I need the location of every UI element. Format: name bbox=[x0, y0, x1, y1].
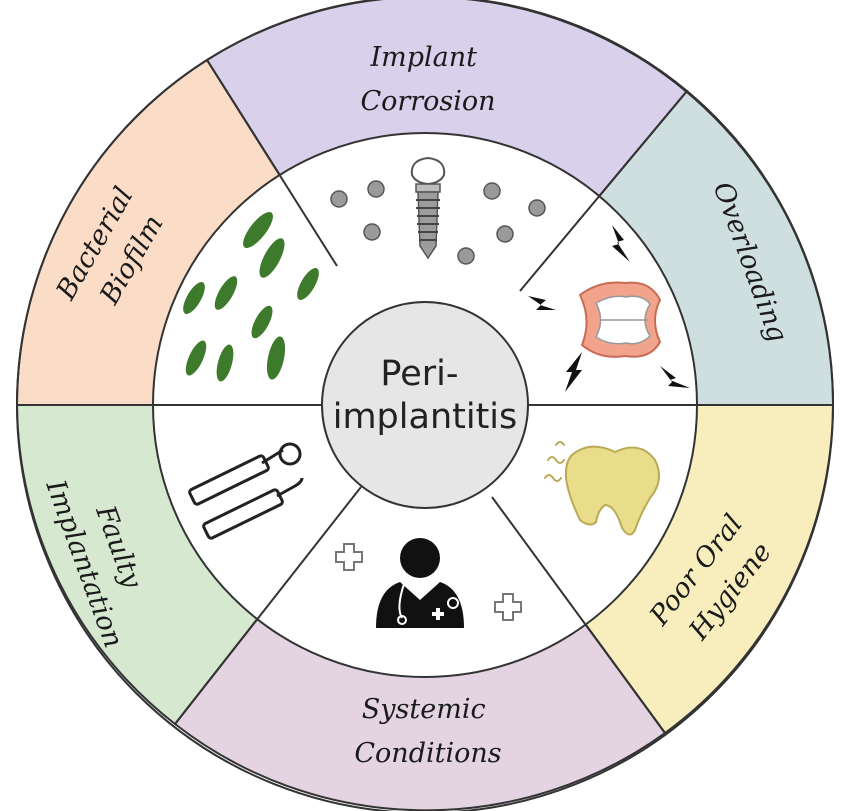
dental-implant-corrosion-icon bbox=[330, 156, 546, 265]
dental-tools-icon bbox=[188, 442, 304, 540]
bacteria-icon bbox=[183, 211, 319, 382]
medical-cross-icon bbox=[494, 593, 522, 621]
segment-dividers bbox=[17, 59, 833, 734]
center-title: Peri- implantitis bbox=[333, 354, 518, 437]
doctor-icon bbox=[335, 538, 522, 628]
label-systemic-conditions: Systemic Conditions bbox=[354, 694, 501, 769]
dirty-tooth-icon bbox=[544, 441, 660, 536]
medical-cross-icon bbox=[335, 543, 363, 571]
center-circle bbox=[321, 301, 529, 509]
clenched-teeth-overload-icon bbox=[528, 225, 690, 392]
label-implant-corrosion: Implant Corrosion bbox=[360, 42, 495, 117]
